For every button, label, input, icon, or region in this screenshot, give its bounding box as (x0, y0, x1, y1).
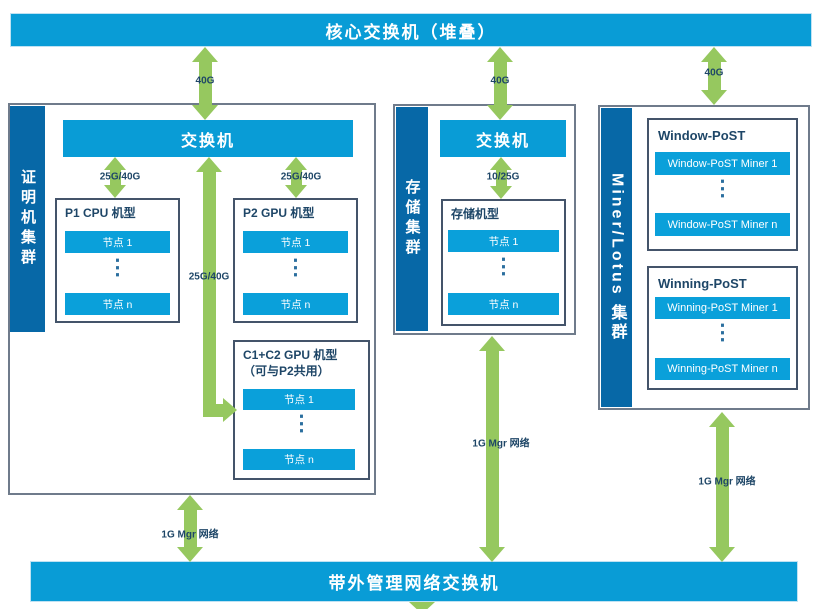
elbow-arrow-horizontal-stem (203, 404, 223, 417)
box-p1-title: P1 CPU 机型 (65, 206, 136, 220)
node-bar-first: 节点 1 (243, 231, 348, 253)
arrow-head-down (192, 105, 218, 120)
arrow-head-down (490, 186, 512, 199)
storage-switch-bar: 交换机 (440, 120, 566, 157)
node-bar-first: 节点 1 (65, 231, 170, 253)
link-label-25g40g-c1c2: 25G/40G (188, 271, 230, 283)
storage-switch-label: 交换机 (475, 132, 530, 150)
miner-bar-first: Winning-PoST Miner 1 (655, 297, 790, 319)
node-bar-last: 节点 n (448, 293, 559, 315)
arrow-stem (109, 170, 121, 185)
arrow-core-to-proving (192, 47, 218, 120)
arrow-stem (183, 510, 197, 547)
link-label-25g40g-p1: 25G/40G (99, 171, 141, 183)
box-winning-post-title: Winning-PoST (658, 276, 747, 291)
arrow-head-up (701, 47, 727, 62)
box-storage: 存储机型 节点 1 ⋮ 节点 n (441, 199, 566, 326)
arrow-head-down (479, 547, 505, 562)
link-label-1g-mgr-miner: 1G Mgr 网络 (698, 476, 756, 488)
arrow-head-up (709, 412, 735, 427)
arrow-switch-to-p1 (104, 157, 126, 198)
node-bar-last: 节点 n (243, 449, 355, 470)
cluster-miner-lotus-side-label: Miner/Lotus 集群 (601, 108, 632, 407)
cluster-proving-side-label: 证明机集群 (10, 106, 45, 332)
arrow-stem (493, 62, 507, 105)
arrow-tip-below-oob-bar (409, 602, 435, 609)
oob-management-switch-label: 带外管理网络交换机 (328, 574, 500, 593)
arrow-mgmt-storage (479, 336, 505, 562)
arrow-switch-to-storage-box (490, 157, 512, 199)
arrow-head-down (701, 90, 727, 105)
arrow-stem (715, 427, 729, 547)
box-c1c2-gpu: C1+C2 GPU 机型 （可与P2共用） 节点 1 ⋮ 节点 n (233, 340, 370, 480)
oob-management-switch-bar: 带外管理网络交换机 (30, 561, 798, 602)
link-label-25g40g-p2: 25G/40G (280, 171, 322, 183)
cluster-storage-side-label: 存储集群 (396, 107, 428, 331)
core-switch-label: 核心交换机（堆叠） (325, 22, 497, 42)
link-label-1g-mgr-proving: 1G Mgr 网络 (161, 529, 219, 541)
box-p2-gpu: P2 GPU 机型 节点 1 ⋮ 节点 n (233, 198, 358, 323)
link-label-40g-storage: 40G (490, 75, 510, 87)
vertical-ellipsis-icon: ⋮ (291, 412, 312, 435)
node-bar-last: 节点 n (243, 293, 348, 315)
box-winning-post: Winning-PoST Winning-PoST Miner 1 ⋮ Winn… (647, 266, 798, 390)
vertical-ellipsis-icon: ⋮ (285, 256, 306, 279)
box-c1c2-title: C1+C2 GPU 机型 （可与P2共用） (235, 342, 368, 379)
arrow-head-down (709, 547, 735, 562)
vertical-ellipsis-icon: ⋮ (712, 321, 733, 344)
miner-bar-last: Winning-PoST Miner n (655, 358, 790, 380)
arrow-stem (485, 351, 499, 547)
box-c1c2-title-line2: （可与P2共用） (243, 363, 330, 378)
core-switch-bar: 核心交换机（堆叠） (10, 13, 812, 47)
arrow-stem (495, 170, 507, 186)
elbow-arrow-head-up (196, 157, 222, 172)
arrow-head-up (177, 495, 203, 510)
arrow-head-up (490, 157, 512, 170)
miner-bar-last: Window-PoST Miner n (655, 213, 790, 236)
arrow-core-to-storage (487, 47, 513, 120)
node-bar-first: 节点 1 (243, 389, 355, 410)
proving-switch-bar: 交换机 (63, 120, 353, 157)
vertical-ellipsis-icon: ⋮ (712, 177, 733, 200)
arrow-head-up (104, 157, 126, 170)
arrow-mgmt-miner (709, 412, 735, 562)
arrow-stem (198, 62, 212, 105)
arrow-head-up (285, 157, 307, 170)
arrow-head-down (177, 547, 203, 562)
elbow-arrow-vertical-stem (203, 171, 216, 417)
box-window-post-title: Window-PoST (658, 128, 746, 143)
link-label-40g-proving: 40G (195, 75, 215, 87)
link-label-10g25g-storage: 10/25G (486, 171, 520, 183)
miner-bar-first: Window-PoST Miner 1 (655, 152, 790, 175)
arrow-head-down (104, 185, 126, 198)
node-bar-last: 节点 n (65, 293, 170, 315)
arrow-core-to-miner (701, 47, 727, 105)
arrow-head-up (487, 47, 513, 62)
box-storage-title: 存储机型 (451, 207, 500, 221)
arrow-head-up (479, 336, 505, 351)
arrow-stem (707, 62, 721, 90)
link-label-1g-mgr-storage: 1G Mgr 网络 (472, 438, 530, 450)
vertical-ellipsis-icon: ⋮ (493, 255, 514, 278)
arrow-mgmt-proving (177, 495, 203, 562)
box-p1-cpu: P1 CPU 机型 节点 1 ⋮ 节点 n (55, 198, 180, 323)
arrow-stem (290, 170, 302, 185)
vertical-ellipsis-icon: ⋮ (107, 256, 128, 279)
proving-switch-label: 交换机 (180, 132, 235, 150)
arrow-head-down (487, 105, 513, 120)
box-c1c2-title-line1: C1+C2 GPU 机型 (243, 348, 338, 362)
box-window-post: Window-PoST Window-PoST Miner 1 ⋮ Window… (647, 118, 798, 251)
arrow-head-up (192, 47, 218, 62)
link-label-40g-miner: 40G (704, 67, 724, 79)
arrow-switch-to-p2 (285, 157, 307, 198)
node-bar-first: 节点 1 (448, 230, 559, 252)
box-p2-title: P2 GPU 机型 (243, 206, 315, 220)
elbow-arrow-head-right (223, 398, 237, 422)
arrow-head-down (285, 185, 307, 198)
